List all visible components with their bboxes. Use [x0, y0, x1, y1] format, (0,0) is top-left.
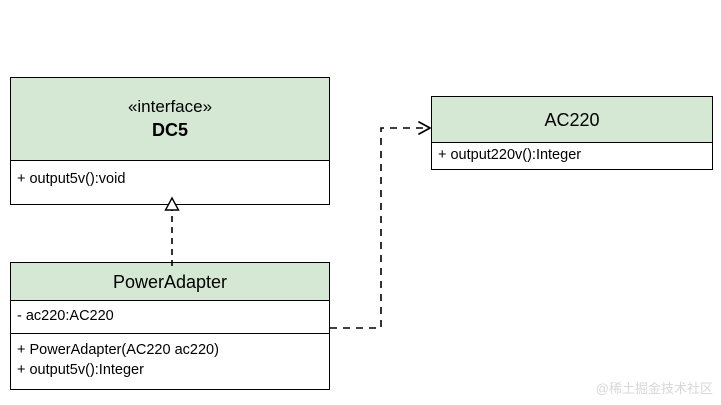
uml-class-ac220-name: AC220: [544, 109, 600, 130]
dependency-arrow-poweradapter-to-ac220: [330, 121, 431, 329]
uml-class-poweradapter-name: PowerAdapter: [112, 271, 228, 292]
uml-operation: + output220v():Integer: [438, 147, 582, 163]
uml-class-dc5-operations: + output5v():void: [11, 161, 329, 204]
uml-class-ac220-operations: + output220v():Integer: [432, 143, 712, 169]
uml-class-poweradapter-operations: + PowerAdapter(AC220 ac220) + output5v()…: [11, 334, 329, 389]
dependency-dashed-line: [330, 127, 426, 329]
uml-operation: + output5v():void: [17, 171, 126, 187]
uml-class-poweradapter-attributes: - ac220:AC220: [11, 301, 329, 334]
realization-arrow-poweradapter-to-dc5: [164, 196, 180, 266]
uml-class-poweradapter-header: PowerAdapter: [11, 263, 329, 301]
open-arrowhead-icon: [418, 121, 431, 135]
uml-class-ac220[interactable]: AC220 + output220v():Integer: [431, 96, 713, 170]
uml-class-dc5-name: DC5: [151, 120, 188, 140]
uml-class-dc5-header: «interface» DC5: [11, 78, 329, 161]
uml-attribute: - ac220:AC220: [17, 308, 114, 324]
watermark-text: @稀土掘金技术社区: [595, 381, 713, 396]
uml-class-dc5[interactable]: «interface» DC5 + output5v():void: [10, 77, 330, 205]
uml-operation: + output5v():Integer: [17, 362, 144, 378]
uml-operation: + PowerAdapter(AC220 ac220): [17, 342, 219, 358]
uml-class-poweradapter[interactable]: PowerAdapter - ac220:AC220 + PowerAdapte…: [10, 262, 330, 390]
uml-class-ac220-header: AC220: [432, 97, 712, 143]
uml-class-dc5-stereotype: «interface»: [127, 97, 213, 116]
